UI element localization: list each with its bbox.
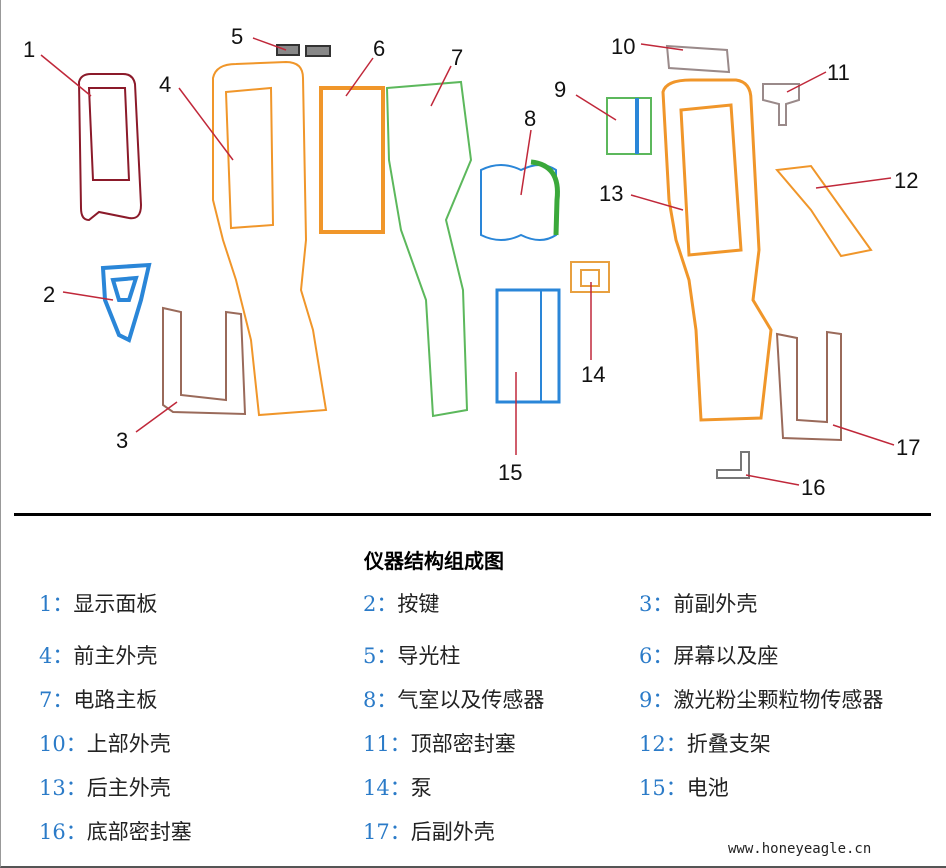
leader-lines xyxy=(40,37,895,486)
callout-13: 13 xyxy=(599,181,623,206)
part-1-display-panel xyxy=(77,73,143,222)
legend-label: 泵 xyxy=(410,776,432,800)
legend-number: 10： xyxy=(39,732,87,756)
callout-15: 15 xyxy=(498,460,522,485)
legend-item: 9：激光粉尘颗粒物传感器 xyxy=(639,684,883,714)
legend-label: 电路主板 xyxy=(73,688,158,712)
callout-10: 10 xyxy=(611,34,635,59)
legend-label: 屏幕以及座 xyxy=(673,644,779,668)
legend-item: 17：后副外壳 xyxy=(363,816,495,846)
legend-item: 12：折叠支架 xyxy=(639,728,771,758)
legend-label: 顶部密封塞 xyxy=(410,732,516,756)
legend-number: 4： xyxy=(39,644,74,668)
callout-6: 6 xyxy=(373,36,385,61)
legend-item: 15：电池 xyxy=(639,772,729,802)
legend-item: 10：上部外壳 xyxy=(39,728,171,758)
part-8-gas-chamber-and-sensors xyxy=(480,164,557,241)
part-7-main-circuit-board xyxy=(385,80,473,418)
legend-item: 14：泵 xyxy=(363,772,432,802)
legend-number: 12： xyxy=(639,732,687,756)
part-17-rear-sub-shell xyxy=(775,330,842,442)
legend-item: 11：顶部密封塞 xyxy=(363,728,516,758)
legend-item: 1：显示面板 xyxy=(39,588,157,618)
diagram-title: 仪器结构组成图 xyxy=(364,549,504,573)
legend-label: 电池 xyxy=(686,776,729,800)
part-2-buttons xyxy=(100,262,152,343)
legend-item: 8：气室以及传感器 xyxy=(363,684,544,714)
legend-item: 5：导光柱 xyxy=(363,640,460,670)
legend-number: 3： xyxy=(639,592,674,616)
legend-item: 2：按键 xyxy=(363,588,439,618)
part-13-rear-main-shell xyxy=(661,78,773,422)
legend-number: 15： xyxy=(639,776,687,800)
part-4-front-main-shell xyxy=(212,60,328,417)
callout-14: 14 xyxy=(581,362,605,387)
callout-1: 1 xyxy=(23,37,35,62)
legend-label: 前副外壳 xyxy=(673,592,758,616)
legend-number: 11： xyxy=(363,732,411,756)
legend-number: 17： xyxy=(363,820,411,844)
legend-label: 后主外壳 xyxy=(86,776,171,800)
part-3-front-sub-shell xyxy=(162,306,247,416)
callout-9: 9 xyxy=(554,77,566,102)
legend-number: 13： xyxy=(39,776,87,800)
callout-3: 3 xyxy=(116,428,128,453)
exploded-diagram: 1 2 3 4 5 6 7 8 9 10 11 12 13 14 15 16 1… xyxy=(23,24,920,500)
legend-label: 导光柱 xyxy=(397,644,461,668)
legend-label: 底部密封塞 xyxy=(86,820,192,844)
legend-label: 激光粉尘颗粒物传感器 xyxy=(673,688,884,712)
callout-17: 17 xyxy=(896,435,920,460)
legend-number: 14： xyxy=(363,776,411,800)
legend-label: 前主外壳 xyxy=(73,644,158,668)
legend-label: 气室以及传感器 xyxy=(397,688,545,712)
legend-label: 上部外壳 xyxy=(86,732,171,756)
legend-number: 6： xyxy=(639,644,674,668)
legend-item: 16：底部密封塞 xyxy=(39,816,192,846)
legend-item: 7：电路主板 xyxy=(39,684,157,714)
callout-12: 12 xyxy=(894,168,918,193)
callout-5: 5 xyxy=(231,24,243,49)
legend-number: 9： xyxy=(639,688,674,712)
legend-number: 8： xyxy=(363,688,398,712)
callout-8: 8 xyxy=(524,106,536,131)
legend-number: 1： xyxy=(39,592,74,616)
divider xyxy=(14,513,931,516)
part-5-light-guide xyxy=(276,44,331,57)
callout-4: 4 xyxy=(159,72,171,97)
part-12-folding-bracket xyxy=(775,164,873,258)
part-6-screen-and-holder xyxy=(319,86,385,234)
legend-item: 13：后主外壳 xyxy=(39,772,171,802)
callout-16: 16 xyxy=(801,475,825,500)
legend-item: 3：前副外壳 xyxy=(639,588,757,618)
part-11-top-seal-plug xyxy=(762,83,800,126)
legend-number: 7： xyxy=(39,688,74,712)
legend-label: 折叠支架 xyxy=(686,732,771,756)
part-14-pump xyxy=(570,261,610,293)
part-10-upper-shell xyxy=(665,44,731,74)
legend-item: 6：屏幕以及座 xyxy=(639,640,778,670)
legend-item: 4：前主外壳 xyxy=(39,640,157,670)
callout-7: 7 xyxy=(451,45,463,70)
part-15-battery xyxy=(495,288,561,404)
part-16-bottom-seal-plug xyxy=(716,451,750,479)
legend-number: 2： xyxy=(363,592,398,616)
legend-label: 显示面板 xyxy=(73,592,158,616)
legend-number: 5： xyxy=(363,644,398,668)
legend-label: 按键 xyxy=(397,592,440,616)
legend-label: 后副外壳 xyxy=(410,820,495,844)
website-footer: www.honeyeagle.cn xyxy=(728,841,872,857)
legend-number: 16： xyxy=(39,820,87,844)
callout-2: 2 xyxy=(43,282,55,307)
part-8-green-edge xyxy=(530,159,560,236)
callout-11: 11 xyxy=(827,60,850,85)
part-9-laser-dust-sensor xyxy=(606,97,652,155)
